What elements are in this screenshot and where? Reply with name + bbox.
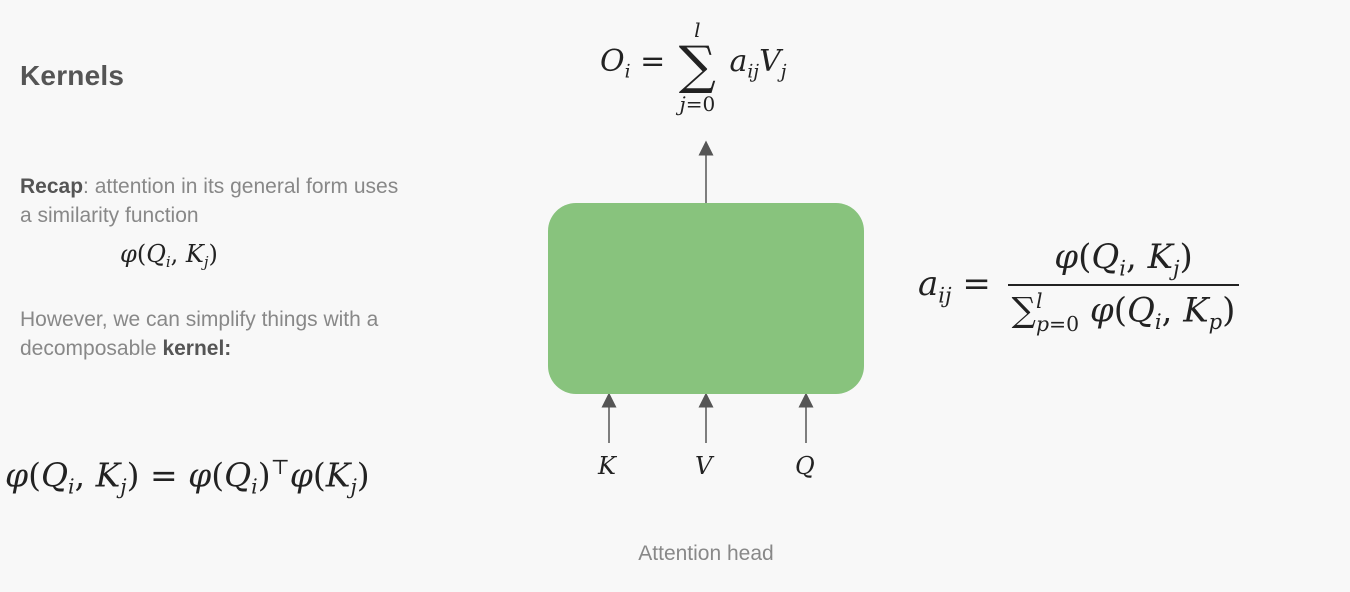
output-formula: Oi = l ∑ j=0 aijVj [600,18,787,116]
slide-title: Kernels [20,60,125,91]
recap-paragraph: Recap: attention in its general form use… [20,172,400,230]
similarity-function-formula: φ(Qi, Kj) [120,240,218,272]
however-text: However, we can simplify things with a d… [20,308,379,360]
recap-text: : attention in its general form uses a s… [20,175,399,227]
input-label-q: Q [795,452,815,480]
diagram-caption: Attention head [638,542,774,565]
input-label-v: V [695,452,713,480]
input-label-k: K [598,452,616,480]
kernel-decomposition-formula: φ(Qi, Kj) = φ(Qi)⊤φ(Kj) [5,455,370,499]
kernel-label: kernel: [162,337,232,360]
attention-head-box [548,203,864,394]
recap-label: Recap [20,175,84,198]
however-paragraph: However, we can simplify things with a d… [20,305,400,363]
